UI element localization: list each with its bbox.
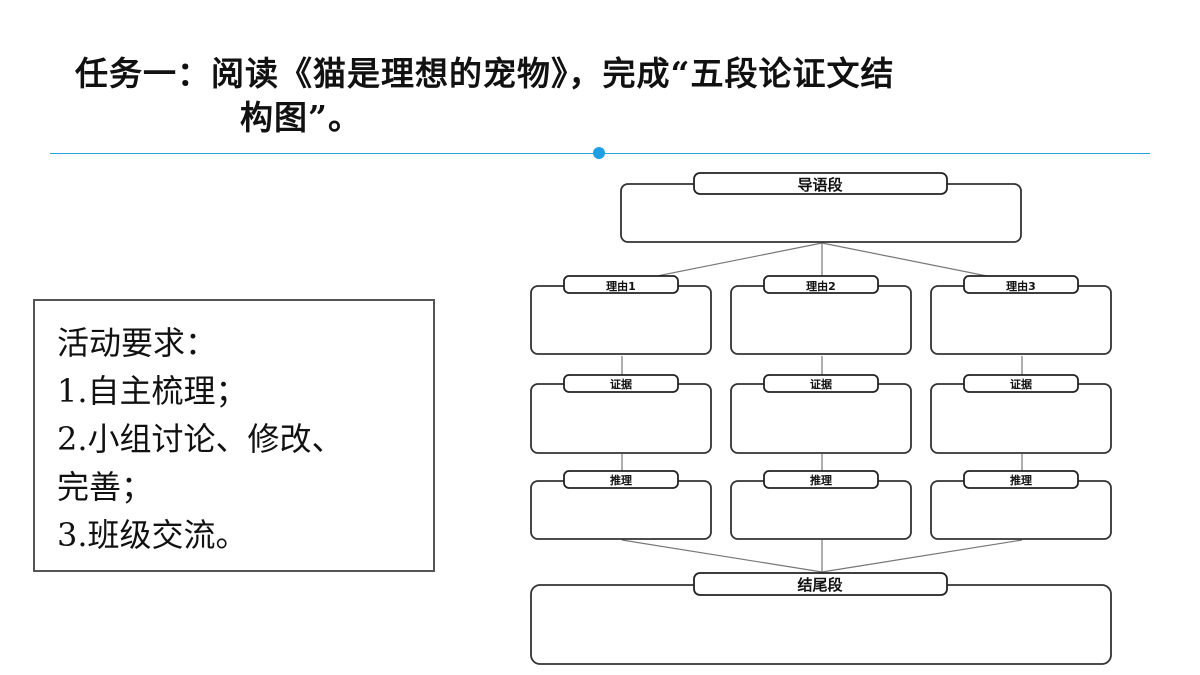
connector-reasoning-3-conclusion xyxy=(821,539,1023,573)
evidence-box-1 xyxy=(530,383,712,454)
page-title: 任务一：阅读《猫是理想的宠物》，完成“五段论证文结 构图”。 xyxy=(75,52,894,140)
divider-dot xyxy=(593,147,605,159)
title-line-2: 构图”。 xyxy=(240,98,362,137)
evidence-label-2: 证据 xyxy=(810,377,832,391)
evidence-box-3 xyxy=(930,383,1112,454)
conclusion-label: 结尾段 xyxy=(797,576,842,594)
reasoning-label-2: 推理 xyxy=(810,473,832,487)
reasoning-tab-1 xyxy=(563,470,679,489)
reasoning-tab-3 xyxy=(963,470,1079,489)
conclusion-box xyxy=(530,584,1112,665)
conclusion-tab xyxy=(693,572,948,596)
reason-label-1: 理由1 xyxy=(606,279,636,293)
evidence-label-1: 证据 xyxy=(610,377,632,391)
requirements-heading: 活动要求： xyxy=(57,324,218,362)
evidence-tab-1 xyxy=(563,374,679,393)
evidence-box-2 xyxy=(730,383,912,454)
reason-box-3 xyxy=(930,285,1112,355)
requirement-item-2: 2.小组讨论、修改、 xyxy=(57,420,344,458)
reason-box-2 xyxy=(730,285,912,355)
evidence-label-3: 证据 xyxy=(1010,377,1032,391)
reason-tab-3 xyxy=(963,275,1079,294)
evidence-tab-2 xyxy=(763,374,879,393)
reason-label-2: 理由2 xyxy=(806,279,836,293)
title-line-1: 任务一：阅读《猫是理想的宠物》，完成“五段论证文结 xyxy=(75,54,895,93)
requirement-item-4: 3.班级交流。 xyxy=(57,516,248,554)
connector-reasoning-1-conclusion xyxy=(621,539,823,573)
reasoning-label-1: 推理 xyxy=(610,473,632,487)
evidence-tab-3 xyxy=(963,374,1079,393)
reasoning-label-3: 推理 xyxy=(1010,473,1032,487)
reason-label-3: 理由3 xyxy=(1006,279,1036,293)
reason-tab-1 xyxy=(563,275,679,294)
requirement-item-1: 1.自主梳理； xyxy=(57,372,248,410)
requirement-item-3: 完善； xyxy=(57,468,154,506)
activity-requirements-box: 活动要求： 1.自主梳理； 2.小组讨论、修改、 完善； 3.班级交流。 xyxy=(33,299,435,572)
reason-tab-2 xyxy=(763,275,879,294)
reasoning-box-3 xyxy=(930,480,1112,540)
reasoning-box-1 xyxy=(530,480,712,540)
reasoning-box-2 xyxy=(730,480,912,540)
reasoning-tab-2 xyxy=(763,470,879,489)
intro-label: 导语段 xyxy=(797,176,842,194)
reason-box-1 xyxy=(530,285,712,355)
intro-tab xyxy=(693,172,948,195)
